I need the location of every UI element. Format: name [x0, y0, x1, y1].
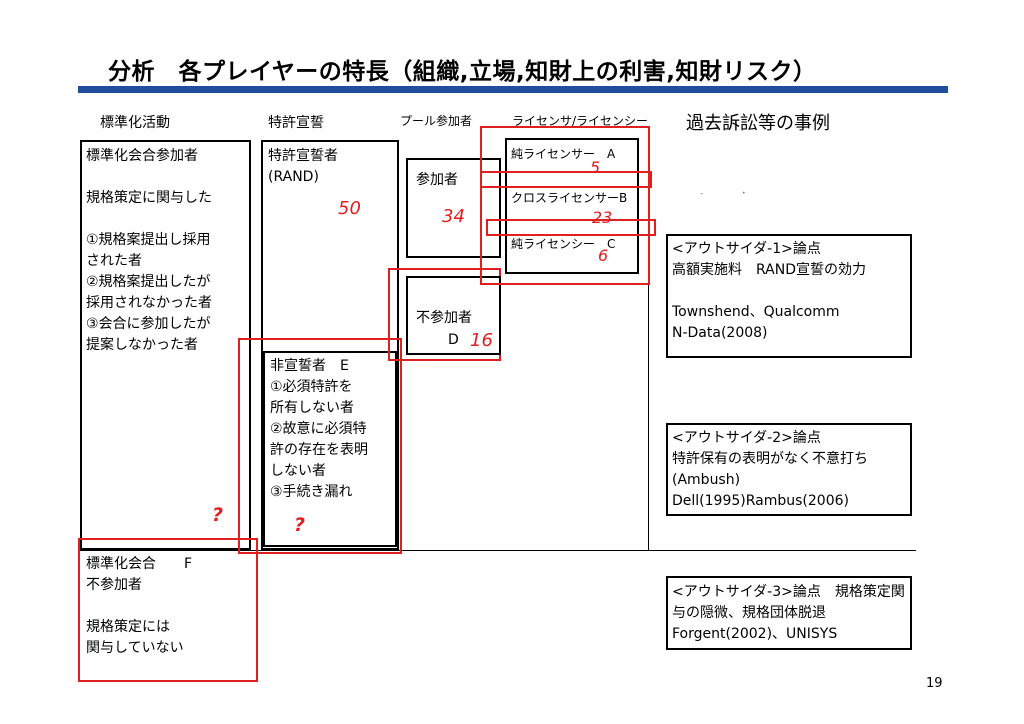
- page-number: 19: [926, 676, 943, 691]
- licensor-highlight: [480, 126, 650, 285]
- licensor-c-highlight: [486, 219, 656, 236]
- header-standardization: 標準化活動: [100, 115, 170, 131]
- divider-vertical: [648, 150, 649, 550]
- page-title: 分析 各プレイヤーの特長（組織,立場,知財上の利害,知財リスク）: [108, 59, 817, 85]
- declarer-box: [261, 140, 399, 550]
- non-declarer-box: [263, 351, 397, 547]
- licensor-b-number: 23: [592, 208, 613, 227]
- licensor-c-number: 6: [598, 246, 609, 265]
- case2-text: <アウトサイダ-2>論点 特許保有の表明がなく不意打ち (Ambush) Del…: [672, 430, 868, 509]
- licensor-b-label: クロスライセンサーB: [511, 191, 628, 205]
- case3-box: [666, 576, 912, 650]
- case2-box: [666, 423, 912, 516]
- licensor-a-label: 純ライセンサー A: [511, 147, 616, 161]
- header-licensor: ライセンサ/ライセンシー: [512, 114, 649, 128]
- divider-horizontal: [80, 550, 916, 551]
- non-members-highlight: [78, 538, 258, 682]
- standard-members-question: ?: [212, 504, 224, 526]
- standard-members-text: 標準化会合参加者 規格策定に関与した ①規格案提出し採用 された者 ②規格案提出…: [86, 148, 212, 353]
- declarer-number: 50: [338, 198, 361, 219]
- case3-text: <アウトサイダ-3>論点 規格策定関 与の隠微、規格団体脱退 Forgent(2…: [672, 584, 905, 642]
- title-bar: [78, 86, 948, 93]
- licensor-box: [505, 138, 639, 274]
- licensor-a-number: 5: [590, 158, 601, 177]
- licensor-b-highlight: [480, 171, 652, 188]
- licensor-c-label: 純ライセンシー C: [511, 237, 616, 251]
- pool-members-label: 参加者: [416, 172, 458, 188]
- pool-members-number: 34: [442, 206, 465, 227]
- non-pool-letter: D: [448, 332, 459, 348]
- standard-members-box: [80, 140, 251, 550]
- case1-box: [666, 234, 912, 358]
- pool-members-box: [406, 158, 501, 258]
- case1-text: <アウトサイダ-1>論点 高額実施料 RAND宣誓の効力 Townshend、Q…: [672, 241, 866, 341]
- header-patent-declaration: 特許宣誓: [268, 115, 324, 131]
- non-declarer-text: 非宣誓者 E ①必須特許を 所有しない者 ②故意に必須特 許の存在を表明 しない…: [270, 358, 368, 500]
- header-cases: 過去訴訟等の事例: [686, 113, 830, 134]
- faint-dots: ‐ ・: [700, 189, 749, 199]
- non-declarer-highlight: [238, 338, 402, 554]
- non-pool-box: [406, 276, 501, 355]
- non-declarer-question: ?: [294, 514, 306, 536]
- non-pool-label: 不参加者: [416, 310, 472, 326]
- non-pool-number: 16: [470, 330, 493, 351]
- declarer-text: 特許宣誓者 (RAND): [268, 148, 338, 185]
- non-members-text: 標準化会合 F 不参加者 規格策定には 関与していない: [86, 556, 193, 656]
- header-pool: プール参加者: [400, 114, 473, 128]
